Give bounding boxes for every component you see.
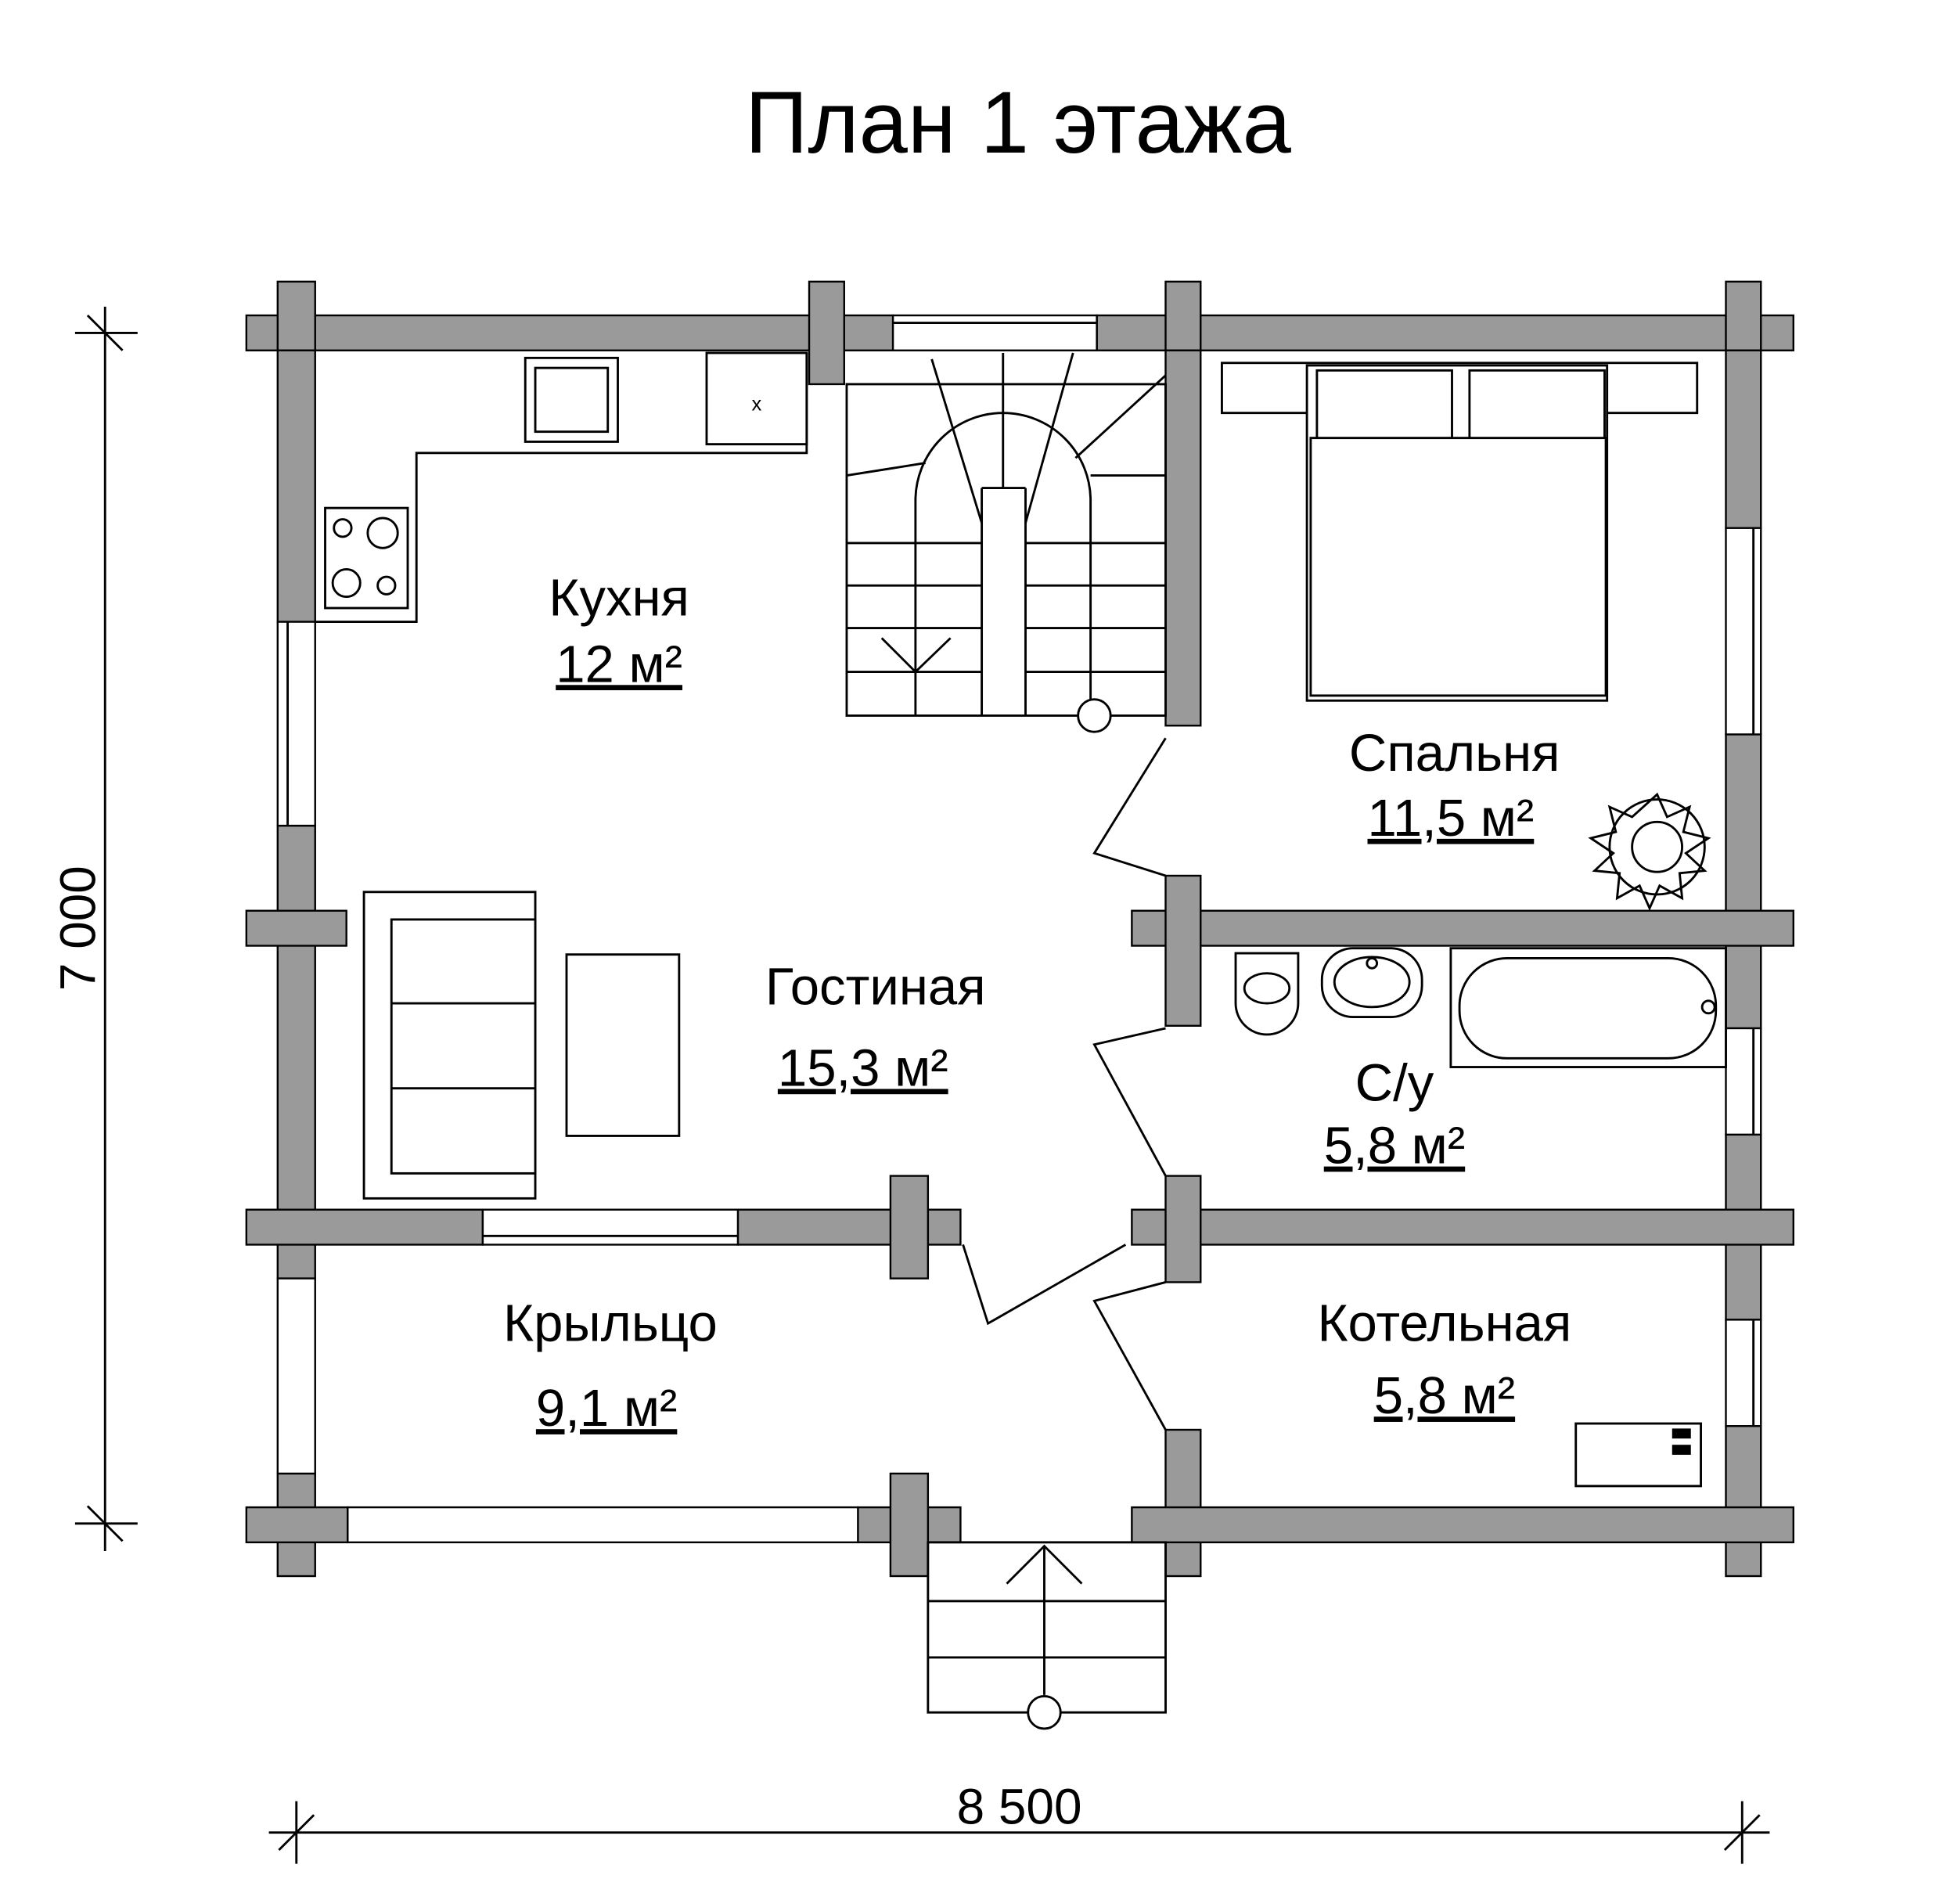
room-area: 5,8 м² [1324, 1117, 1465, 1175]
bathtub-icon [1449, 947, 1727, 1068]
room-name: Гостиная [765, 958, 986, 1017]
walls [245, 280, 1795, 1578]
coffee-table [565, 953, 681, 1137]
doors [962, 737, 1167, 1431]
entrance-steps [927, 1541, 1167, 1730]
room-kitchen: Кухня 12 м² [549, 569, 689, 694]
stove-icon [324, 506, 409, 610]
boiler-icon [1574, 1422, 1702, 1488]
kitchen-counter: x [315, 351, 808, 624]
bed [1220, 362, 1699, 702]
room-bedroom: Спальня 11,5 м² [1349, 724, 1560, 848]
room-living: Гостиная 15,3 м² [765, 958, 986, 1098]
sofa [362, 891, 537, 1200]
room-bathroom: С/у 5,8 м² [1324, 1054, 1465, 1175]
width-dimension: 8 500 [268, 1778, 1770, 1864]
sink-mark: x [752, 393, 762, 415]
plant-icon [1588, 792, 1711, 912]
room-name: Кухня [549, 569, 689, 628]
plan-title: План 1 этажа [745, 74, 1292, 171]
washbasin-icon [1320, 947, 1423, 1019]
toilet-icon [1234, 952, 1300, 1036]
width-label: 8 500 [957, 1778, 1082, 1834]
room-area: 5,8 м² [1374, 1366, 1515, 1425]
staircase [845, 352, 1167, 733]
room-area: 15,3 м² [778, 1039, 948, 1098]
room-boiler: Котельная 5,8 м² [1317, 1294, 1571, 1426]
height-dimension: 7 000 [49, 306, 138, 1552]
room-area: 12 м² [556, 635, 682, 693]
room-name: Крыльцо [503, 1294, 718, 1353]
room-name: Спальня [1349, 724, 1560, 783]
room-porch: Крыльцо 9,1 м² [503, 1294, 718, 1438]
room-area: 11,5 м² [1368, 789, 1535, 848]
windows [276, 314, 1762, 1544]
height-label: 7 000 [49, 866, 106, 991]
room-name: С/у [1355, 1054, 1434, 1113]
room-area: 9,1 м² [536, 1379, 677, 1438]
room-name: Котельная [1317, 1294, 1571, 1353]
